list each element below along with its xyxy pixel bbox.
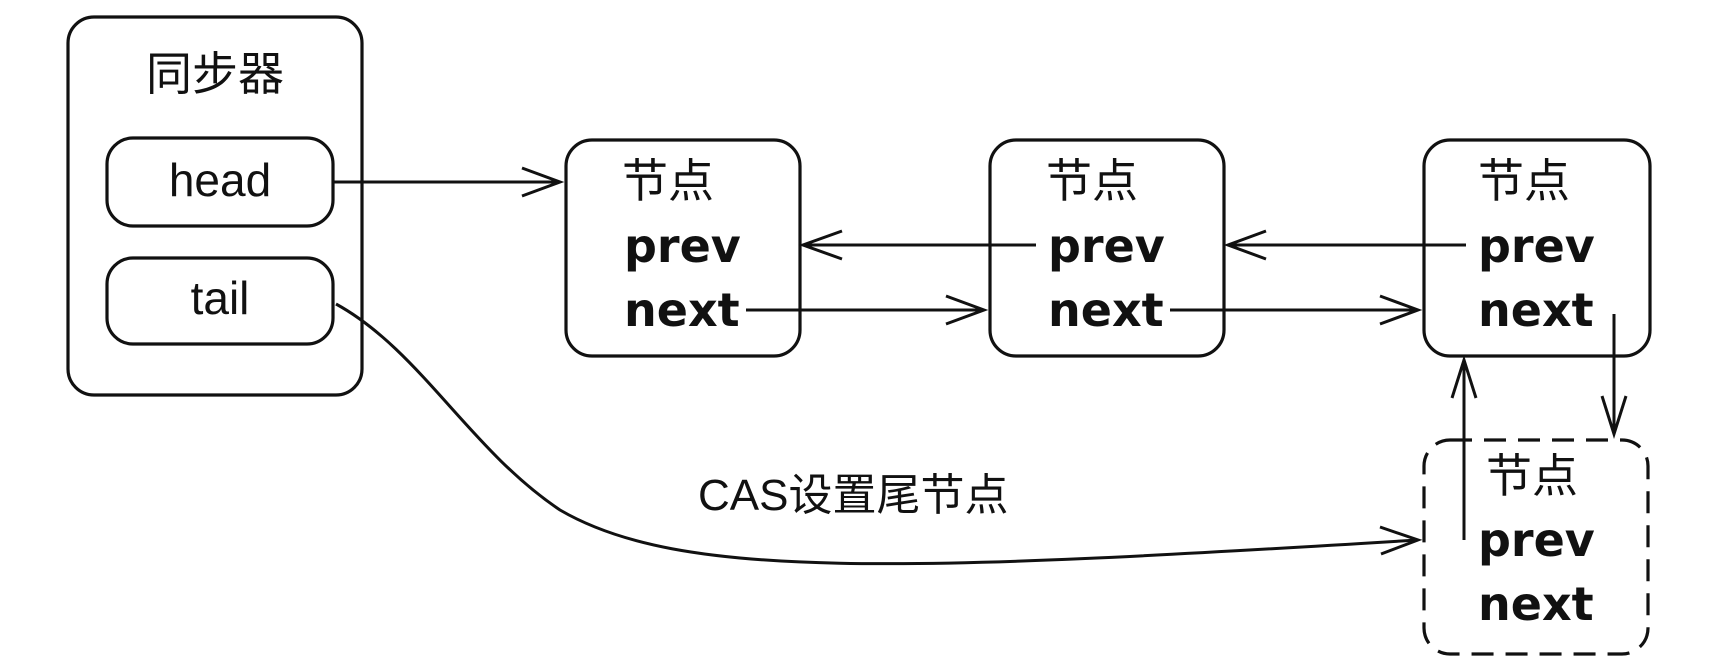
node-2-next-arrow xyxy=(1170,294,1423,326)
node-3-next-down-arrow xyxy=(1600,314,1628,439)
head-pointer-arrow xyxy=(333,166,565,198)
new-node-prev-up-arrow xyxy=(1450,355,1478,540)
tail-field-box xyxy=(105,256,335,346)
node-2-next: next xyxy=(1048,283,1164,337)
node-2-prev-arrow xyxy=(798,229,1036,261)
node-3-title: 节点 xyxy=(1478,154,1570,208)
new-node-prev: prev xyxy=(1478,513,1595,567)
new-node-box xyxy=(1422,438,1650,656)
node-3-box xyxy=(1422,138,1652,358)
synchronizer-title: 同步器 xyxy=(146,47,284,101)
node-2-prev: prev xyxy=(1048,219,1165,273)
arrows xyxy=(333,166,1628,566)
cas-tail-curve-arrow xyxy=(335,302,1423,566)
cas-set-tail-label: CAS设置尾节点 xyxy=(698,471,1008,520)
tail-field-label: tail xyxy=(191,272,250,324)
new-tail-node: 节点 prev next xyxy=(1422,438,1650,656)
node-3-prev-arrow xyxy=(1223,229,1466,261)
queue-node-3: 节点 prev next xyxy=(1422,138,1652,358)
node-1-next: next xyxy=(624,283,740,337)
new-node-next: next xyxy=(1478,577,1594,631)
queue-node-1: 节点 prev next xyxy=(564,138,802,358)
node-2-title: 节点 xyxy=(1046,154,1138,208)
node-1-next-arrow xyxy=(746,294,989,326)
queue-node-2: 节点 prev next xyxy=(988,138,1226,358)
node-2-box xyxy=(988,138,1226,358)
node-3-prev: prev xyxy=(1478,219,1595,273)
synchronizer-group: 同步器 head tail xyxy=(66,15,364,397)
node-3-next: next xyxy=(1478,283,1594,337)
node-1-prev: prev xyxy=(624,219,741,273)
node-1-box xyxy=(564,138,802,358)
new-node-title: 节点 xyxy=(1486,449,1578,503)
node-1-title: 节点 xyxy=(622,154,714,208)
head-field-label: head xyxy=(169,154,271,206)
